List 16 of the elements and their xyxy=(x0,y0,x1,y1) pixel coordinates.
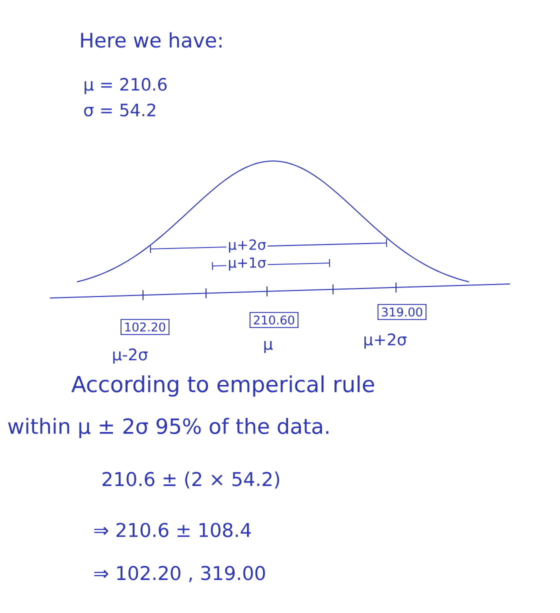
value-box: 210.60 xyxy=(250,312,298,328)
equation: μ = 210.6 xyxy=(84,78,167,94)
axis-label: μ xyxy=(264,340,273,354)
equation: ⇒ 102.20 , 319.00 xyxy=(94,566,265,582)
dimension-label: μ+2σ xyxy=(226,238,268,254)
equation: σ = 54.2 xyxy=(84,104,156,116)
statement: within μ ± 2σ 95% of the data. xyxy=(8,418,328,438)
statement: According to emperical rule xyxy=(71,375,374,397)
equation: 210.6 ± (2 × 54.2) xyxy=(102,472,280,488)
dimension-label: μ+1σ xyxy=(226,256,268,272)
equation: ⇒ 210.6 ± 108.4 xyxy=(94,522,251,538)
value-box: 319.00 xyxy=(378,304,426,320)
value-box: 102.20 xyxy=(120,319,170,335)
axis-label: μ+2σ xyxy=(364,333,406,349)
heading: Here we have: xyxy=(81,32,222,48)
axis-label: μ-2σ xyxy=(113,348,148,364)
